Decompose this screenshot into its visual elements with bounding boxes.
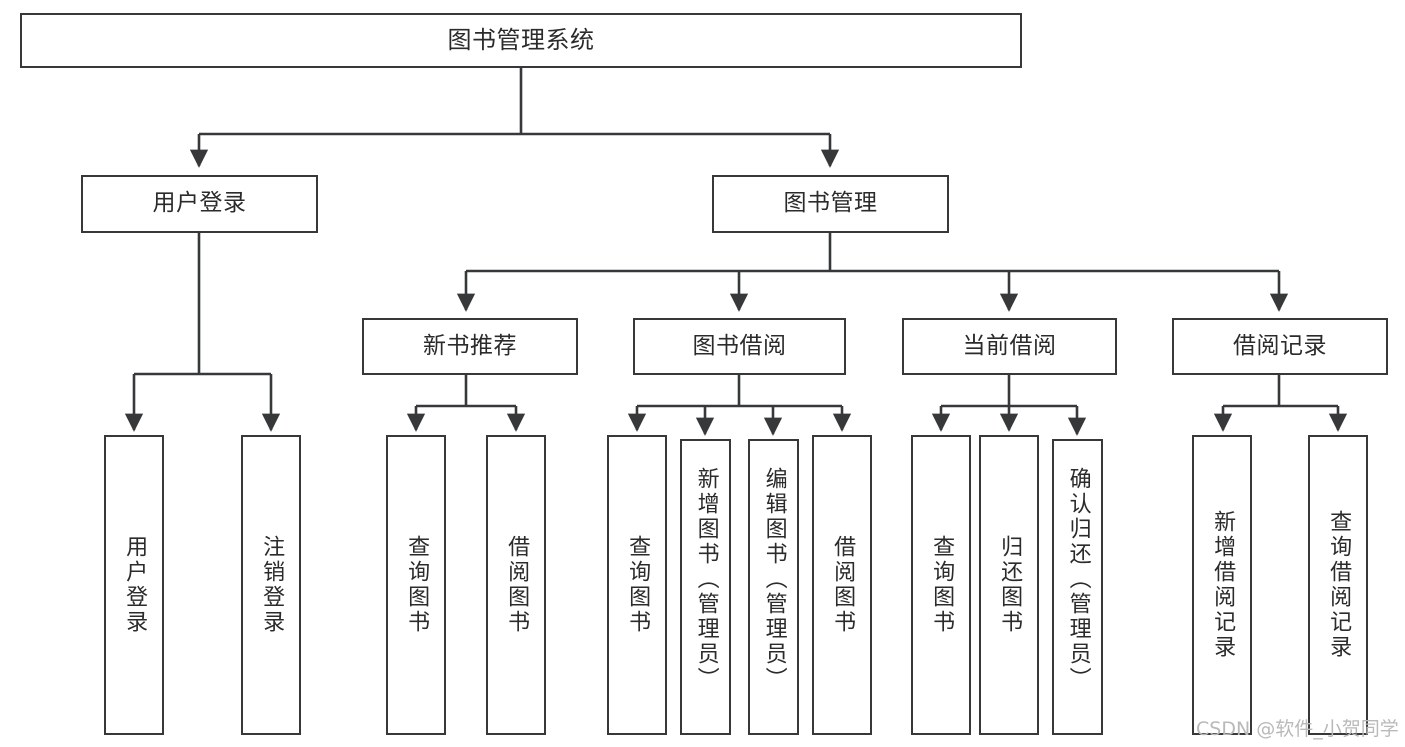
node-label: 确认归还（管理员） bbox=[1065, 467, 1091, 692]
leaf-return-books[interactable]: 归还图书 bbox=[979, 435, 1039, 735]
node-label: 图书管理系统 bbox=[447, 26, 595, 55]
csdn-watermark: CSDN @软件_小贺同学 bbox=[1196, 718, 1399, 740]
node-label: 查询借阅记录 bbox=[1326, 510, 1352, 660]
leaf-confirm-return-admin[interactable]: 确认归还（管理员） bbox=[1052, 439, 1103, 735]
node-current-borrowing[interactable]: 当前借阅 bbox=[902, 318, 1117, 375]
leaf-query-borrow-record[interactable]: 查询借阅记录 bbox=[1308, 435, 1368, 735]
node-label: 借阅图书 bbox=[504, 535, 530, 635]
node-label: 查询图书 bbox=[625, 535, 651, 635]
node-label: 图书管理 bbox=[783, 190, 878, 217]
leaf-user-login[interactable]: 用户登录 bbox=[104, 435, 164, 735]
node-new-book-recommendation[interactable]: 新书推荐 bbox=[362, 318, 578, 375]
leaf-add-borrow-record[interactable]: 新增借阅记录 bbox=[1192, 435, 1252, 735]
node-label: 当前借阅 bbox=[962, 332, 1057, 359]
node-label: 注销登录 bbox=[259, 535, 285, 635]
node-book-management[interactable]: 图书管理 bbox=[712, 175, 949, 233]
node-label: 查询图书 bbox=[929, 535, 955, 635]
node-label: 用户登录 bbox=[152, 190, 247, 217]
leaf-edit-book-admin[interactable]: 编辑图书（管理员） bbox=[748, 439, 799, 735]
node-user-login[interactable]: 用户登录 bbox=[81, 175, 318, 233]
node-label: 新增图书（管理员） bbox=[693, 467, 719, 692]
node-label: 新增借阅记录 bbox=[1210, 510, 1236, 660]
node-label: 查询图书 bbox=[404, 535, 430, 635]
node-label: 图书借阅 bbox=[692, 332, 787, 359]
leaf-query-books-borrow[interactable]: 查询图书 bbox=[607, 435, 667, 735]
leaf-add-book-admin[interactable]: 新增图书（管理员） bbox=[680, 439, 731, 735]
node-label: 借阅图书 bbox=[830, 535, 856, 635]
node-label: 编辑图书（管理员） bbox=[761, 467, 787, 692]
node-label: 归还图书 bbox=[997, 535, 1023, 635]
leaf-borrow-books-borrow[interactable]: 借阅图书 bbox=[812, 435, 872, 735]
node-label: 借阅记录 bbox=[1233, 332, 1327, 359]
leaf-borrow-books-newbook[interactable]: 借阅图书 bbox=[486, 435, 546, 735]
node-root-book-management-system[interactable]: 图书管理系统 bbox=[20, 13, 1022, 68]
node-book-borrowing[interactable]: 图书借阅 bbox=[633, 318, 846, 375]
leaf-logout[interactable]: 注销登录 bbox=[241, 435, 301, 735]
leaf-query-books-current[interactable]: 查询图书 bbox=[911, 435, 971, 735]
node-label: 用户登录 bbox=[122, 535, 148, 635]
leaf-query-books-newbook[interactable]: 查询图书 bbox=[386, 435, 446, 735]
node-label: 新书推荐 bbox=[423, 332, 517, 359]
node-borrowing-records[interactable]: 借阅记录 bbox=[1172, 318, 1388, 375]
